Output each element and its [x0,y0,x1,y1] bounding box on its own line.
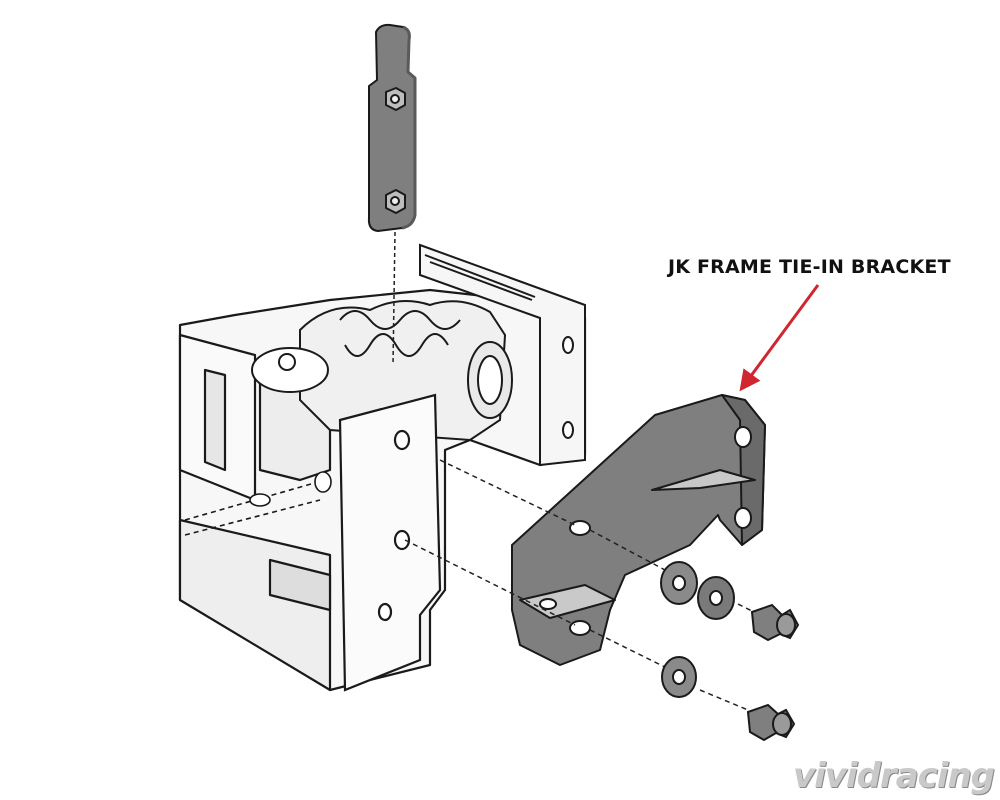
splice-plate-nut [385,87,406,111]
callout-arrow [739,284,820,392]
frame-mount-plate [419,243,586,467]
washer [661,656,697,698]
splice-plate [367,23,417,232]
washer [697,576,735,620]
frame-front-plate [338,393,442,692]
bolt [750,603,800,642]
washer [660,561,698,605]
logo-text: vividracing [792,756,995,796]
vividracing-logo: vividracing [792,756,995,796]
spring-mount [251,300,513,442]
bolt [746,703,796,742]
alignment-line [392,231,396,366]
frame-crossmember [184,471,332,536]
splice-plate-nut [385,189,406,214]
callout-label: JK FRAME TIE-IN BRACKET [668,256,951,278]
